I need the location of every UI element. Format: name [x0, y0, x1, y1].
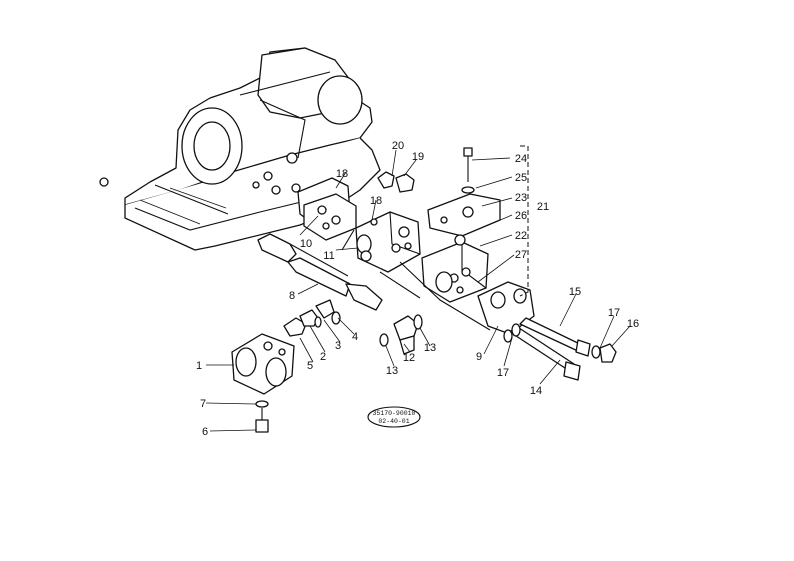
callout-17-b: 17: [497, 367, 509, 379]
callout-3: 3: [335, 340, 341, 352]
plug-12: [379, 314, 423, 355]
spool-shaft-8: [257, 233, 383, 311]
callout-21: 21: [537, 201, 549, 213]
callout-26: 26: [515, 210, 527, 222]
drawing-code-line-1: 35170-90010: [373, 410, 416, 417]
callout-1: 1: [196, 360, 202, 372]
callout-4: 4: [352, 331, 358, 343]
drawing-code-stamp: 35170-90010 02-40-01: [367, 406, 421, 428]
callout-19: 19: [412, 151, 424, 163]
callout-10: 10: [300, 238, 312, 250]
callout-7: 7: [200, 398, 206, 410]
callout-5: 5: [307, 360, 313, 372]
callout-20: 20: [392, 140, 404, 152]
callout-22: 22: [515, 230, 527, 242]
cover-1: [231, 333, 295, 395]
callout-11: 11: [323, 250, 334, 262]
valve-body-11: [355, 211, 421, 273]
callout-23: 23: [515, 192, 527, 204]
long-bolts: [503, 317, 591, 381]
nut-and-washer: [370, 171, 415, 226]
small-fittings: [283, 299, 341, 337]
leader-lines: [205, 149, 631, 432]
callout-12: 12: [403, 352, 415, 364]
callout-18: 18: [336, 168, 348, 180]
valve-block-22: [421, 241, 489, 303]
transmission-housing: [99, 47, 381, 251]
callout-labels: 1 2 3 4 5 6 7 8 9 10 11 12 13 13 14 15 1…: [196, 140, 639, 438]
callout-15: 15: [569, 286, 581, 298]
drawing-code-line-2: 02-40-01: [378, 418, 409, 425]
callout-6: 6: [202, 426, 208, 438]
bracket-23: [427, 193, 501, 246]
callout-14: 14: [530, 385, 542, 397]
callout-24: 24: [515, 153, 527, 165]
bolt-6: [255, 400, 269, 433]
callout-13: 13: [386, 365, 398, 377]
callout-13-b: 13: [424, 342, 436, 354]
callout-16: 16: [627, 318, 639, 330]
callout-25: 25: [515, 172, 527, 184]
callout-17: 17: [608, 307, 620, 319]
nut-16: [591, 343, 617, 363]
callout-18-b: 18: [370, 195, 382, 207]
bolt-24: [461, 147, 475, 194]
callout-27: 27: [515, 249, 527, 261]
callout-8: 8: [289, 290, 295, 302]
callout-9: 9: [476, 351, 482, 363]
assembly-lines: [341, 145, 529, 331]
callout-2: 2: [320, 351, 326, 363]
